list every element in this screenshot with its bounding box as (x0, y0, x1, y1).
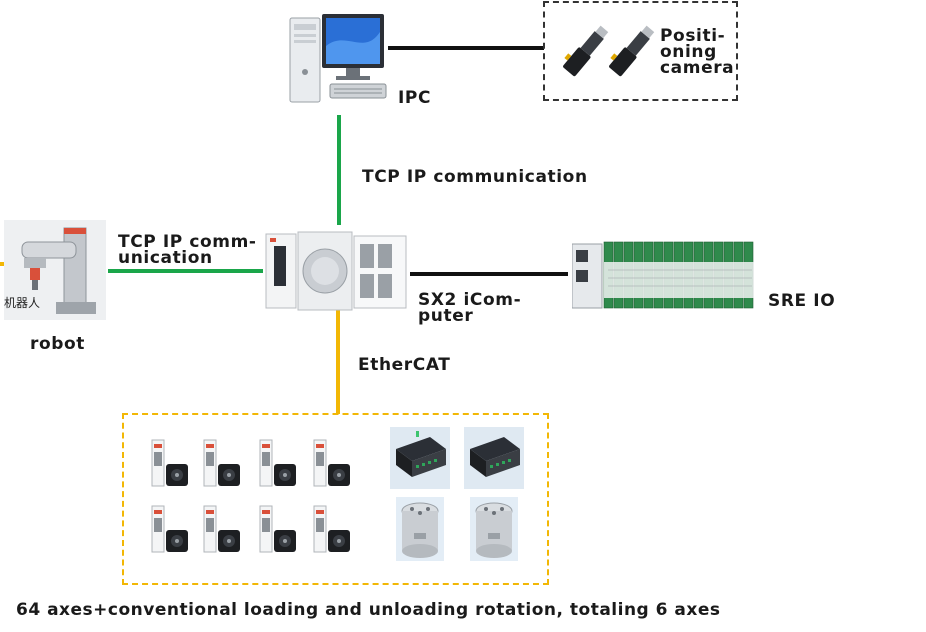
link-ipc-camera (388, 46, 544, 50)
robot-arrow-icon (0, 262, 4, 266)
link-controller-io (410, 272, 568, 276)
robot-link-label-line-1: TCP IP comm- (118, 232, 257, 252)
io-terminal-module-icon (464, 427, 524, 489)
robot-controller-link-label: TCP IP comm- unication (118, 232, 257, 268)
camera-label-line-2: oning (660, 42, 717, 62)
ethercat-link-label: EtherCAT (358, 355, 451, 375)
servo-drive-motor-icon (202, 438, 242, 490)
controller-image (264, 228, 410, 312)
link-ipc-controller (337, 115, 341, 225)
robot-link-label-line-2: unication (118, 248, 213, 268)
sre-io-label: SRE IO (768, 291, 836, 311)
ipc-computer-icon (286, 12, 388, 106)
servo-drive-motor-icon (258, 438, 298, 490)
camera-label: Positi- oning camera (660, 26, 735, 78)
axes-group-box (122, 413, 549, 585)
camera-label-line-3: camera (660, 58, 735, 78)
ipc-controller-link-label: TCP IP communication (362, 167, 588, 187)
camera-group-box (543, 1, 738, 101)
robot-arm-image (4, 220, 106, 320)
robot-chinese-tag: 机器人 (4, 296, 41, 310)
controller-label: SX2 iCom- puter (418, 290, 522, 326)
axes-caption: 64 axes+conventional loading and unloadi… (16, 600, 721, 620)
servo-drive-motor-icon (258, 504, 298, 556)
link-ethercat (336, 310, 340, 414)
rotary-motor-icon (470, 497, 518, 561)
controller-label-line-2: puter (418, 306, 474, 326)
sre-io-module-image (572, 240, 758, 310)
ipc-label: IPC (398, 88, 432, 108)
io-terminal-module-icon (390, 427, 450, 489)
servo-drive-motor-icon (312, 504, 352, 556)
servo-drive-motor-icon (150, 504, 190, 556)
rotary-motor-icon (396, 497, 444, 561)
camera-icon (556, 18, 656, 88)
link-robot-controller (108, 269, 263, 273)
robot-label: robot (30, 334, 86, 354)
camera-label-line-1: Positi- (660, 26, 726, 46)
servo-drive-motor-icon (312, 438, 352, 490)
controller-label-line-1: SX2 iCom- (418, 290, 522, 310)
servo-drive-motor-icon (150, 438, 190, 490)
servo-drive-motor-icon (202, 504, 242, 556)
